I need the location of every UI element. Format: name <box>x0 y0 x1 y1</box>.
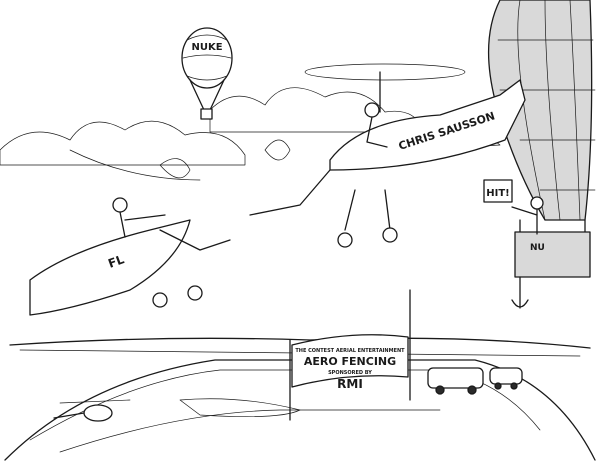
banner-line1: THE CONTEST AERIAL ENTERTAINMENT <box>295 348 405 354</box>
basket-label: NU <box>530 243 545 253</box>
banner-line4: RMI <box>337 377 363 391</box>
hit-sign: HIT! <box>486 188 509 199</box>
gyrocopter-right: CHRIS SAUSSON <box>249 63 526 248</box>
left-gyro-code: FL <box>106 252 126 271</box>
small-balloon-label: NUKE <box>191 42 222 53</box>
ground-helicopter <box>53 399 131 422</box>
banner-line2: AERO FENCING <box>304 355 396 368</box>
large-balloon: NU HIT! <box>483 0 596 309</box>
cars <box>427 367 523 395</box>
banner-line3: SPONSORED BY <box>328 370 372 376</box>
small-balloon: NUKE <box>181 27 233 120</box>
gyrocopter-left: FL <box>29 149 231 316</box>
banner: THE CONTEST AERIAL ENTERTAINMENT AERO FE… <box>289 289 411 421</box>
